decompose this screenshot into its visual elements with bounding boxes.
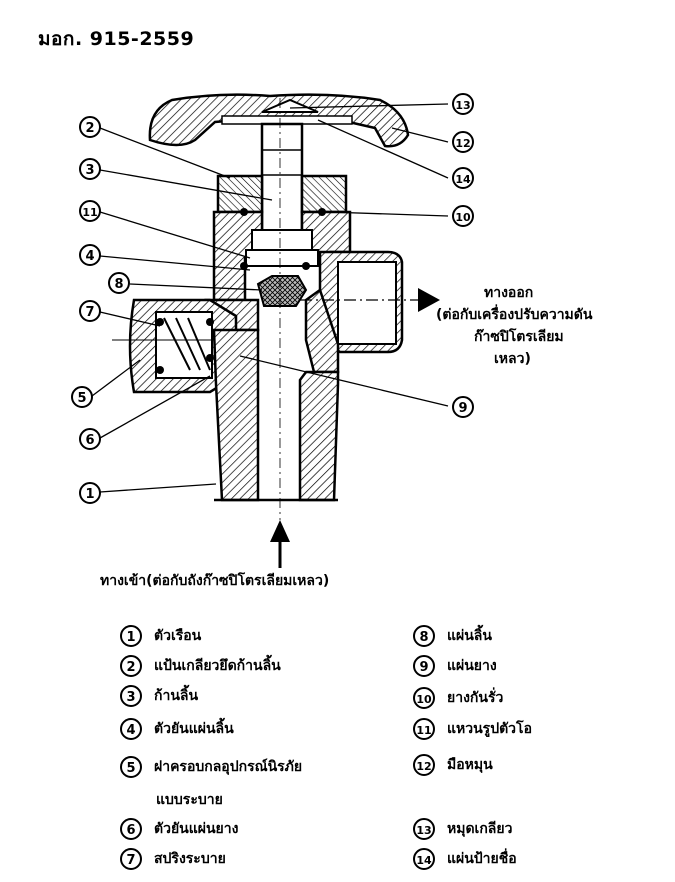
legend-label: แผ่นลิ้น: [447, 628, 492, 644]
outlet-line2: ก๊าซปิโตรเลียม: [474, 329, 564, 345]
legend-label: ฝาครอบกลอุปกรณ์นิรภัย: [154, 759, 303, 775]
legend-label: ตัวยันแผ่นยาง: [154, 821, 239, 837]
legend-label: แผ่นยาง: [447, 658, 497, 674]
outlet-line1: (ต่อกับเครื่องปรับความดัน: [436, 307, 593, 323]
standard-number: มอก. 915-2559: [38, 28, 195, 50]
legend-label: สปริงระบาย: [154, 851, 226, 867]
valve-stem: [260, 122, 304, 244]
legend-label: หมุดเกลียว: [447, 821, 513, 837]
legend-label: ตัวเรือน: [154, 628, 202, 644]
valve-body-shank: [212, 328, 260, 502]
legend-label: มือหมุน: [447, 757, 493, 773]
relief-spring: [163, 317, 211, 371]
valve-disc: [256, 275, 308, 307]
outlet-title: ทางออก: [484, 285, 534, 301]
callout-3: 3: [79, 158, 113, 180]
legend-item-5-continuation: แบบระบาย: [156, 792, 223, 808]
legend-label: ยางกันรั่ว: [447, 690, 504, 706]
callout-14: 14: [452, 167, 486, 189]
callout-6: 6: [79, 428, 113, 450]
inlet-arrow: [270, 520, 290, 542]
outlet-port: [337, 261, 397, 345]
callout-8: 8: [108, 272, 142, 294]
callout-9: 9: [452, 396, 486, 418]
callout-11: 11: [79, 200, 113, 222]
legend-label: แผ่นป้ายชื่อ: [447, 851, 517, 867]
legend-label: ก้านลิ้น: [154, 688, 199, 704]
callout-4: 4: [79, 244, 113, 266]
callout-1: 1: [79, 482, 113, 504]
legend-label: ตัวยันแผ่นลิ้น: [154, 721, 234, 737]
valve-diagram: [91, 93, 449, 568]
callout-5: 5: [71, 386, 105, 408]
outlet-label: ทางออก (ต่อกับเครื่องปรับความดัน ก๊าซปิโ…: [436, 282, 656, 370]
callout-10: 10: [452, 205, 486, 227]
callout-7: 7: [79, 300, 113, 322]
callout-12: 12: [452, 131, 486, 153]
legend-label: แหวนรูปตัวโอ: [447, 721, 532, 737]
callout-2: 2: [79, 116, 113, 138]
outlet-arrow: [418, 288, 440, 312]
outlet-line3: เหลว): [494, 351, 531, 367]
legend-label: แป้นเกลียวยึดก้านลิ้น: [154, 658, 281, 674]
callout-13: 13: [452, 93, 486, 115]
inlet-label: ทางเข้า(ต่อกับถังก๊าซปิโตรเลียมเหลว): [100, 573, 330, 589]
